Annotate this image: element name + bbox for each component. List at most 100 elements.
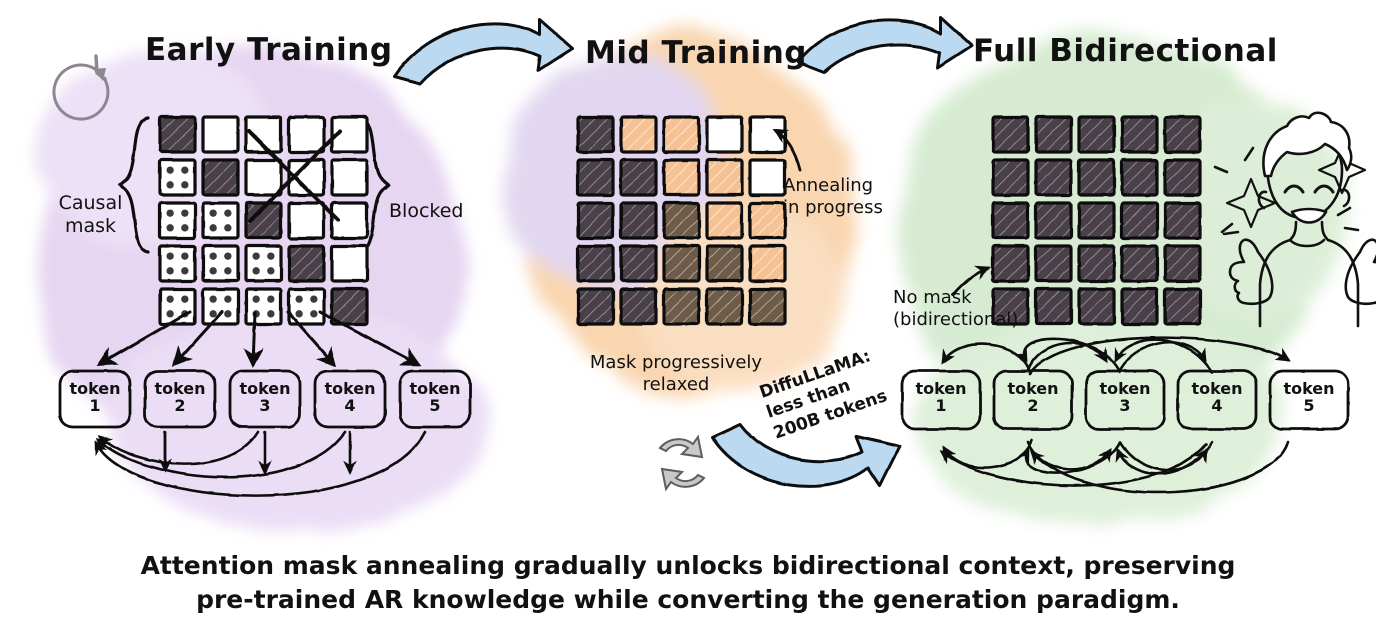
- mask-cell-dot: [181, 224, 189, 232]
- mask-cell-dot: [181, 181, 189, 189]
- mask-cell: [158, 158, 197, 197]
- token-word: token: [409, 379, 461, 398]
- mask-cell: [201, 244, 240, 283]
- mask-cell: [662, 158, 701, 197]
- mask-cell: [158, 244, 197, 283]
- token-index: 3: [1119, 396, 1131, 416]
- early-training-panel: [52, 54, 472, 497]
- figure-caption: Attention mask annealing gradually unloc…: [0, 549, 1376, 617]
- no-mask-note: No mask (bidirectional): [893, 287, 1018, 331]
- mask-cell-dot: [310, 310, 318, 318]
- token-box[interactable]: [1084, 369, 1166, 431]
- mask-cell-dot: [166, 267, 174, 275]
- token-box[interactable]: [398, 369, 472, 429]
- transition-arrow-diffullama[interactable]: [710, 422, 902, 488]
- token-box[interactable]: [143, 369, 217, 429]
- token-index: 5: [1303, 396, 1315, 416]
- mask-cell: [287, 115, 326, 154]
- mask-cell: [662, 115, 701, 154]
- mask-relaxed-note-line2: relaxed: [642, 373, 710, 395]
- mask-cell: [619, 201, 658, 240]
- mask-cell-dot: [209, 267, 217, 275]
- mask-cell: [576, 115, 615, 154]
- token-index: 5: [429, 396, 441, 416]
- mask-cell: [1120, 287, 1159, 326]
- mask-cell-dot: [166, 252, 174, 260]
- mask-relaxed-note: Mask progressively relaxed: [566, 352, 786, 396]
- mask-cell: [576, 244, 615, 283]
- mask-cell-dot: [224, 252, 232, 260]
- annealing-note-line1: Annealing: [783, 175, 874, 196]
- mask-cell-dot: [224, 209, 232, 217]
- mask-cell-dot: [224, 267, 232, 275]
- mask-cell-dot: [252, 267, 260, 275]
- mid-attention-grid: [576, 115, 787, 326]
- mask-cell: [1163, 158, 1202, 197]
- mask-cell: [201, 158, 240, 197]
- mask-cell-dot: [267, 267, 275, 275]
- mask-cell: [705, 287, 744, 326]
- mask-cell: [748, 244, 787, 283]
- panel-title-early: Early Training: [145, 32, 393, 68]
- token-index: 1: [89, 396, 101, 416]
- mask-cell: [1163, 115, 1202, 154]
- history-clock-icon: [52, 54, 110, 121]
- token-word: token: [324, 379, 376, 398]
- early-token-boxes: [58, 369, 472, 429]
- token-word: token: [1099, 379, 1151, 398]
- mask-cell: [1077, 287, 1116, 326]
- mask-cell: [287, 201, 326, 240]
- mask-cell: [1077, 244, 1116, 283]
- mask-cell: [748, 158, 787, 197]
- token-word: token: [239, 379, 291, 398]
- mask-cell-dot: [310, 295, 318, 303]
- token-index: 2: [1027, 396, 1039, 416]
- token-box[interactable]: [313, 369, 387, 429]
- token-box[interactable]: [1176, 369, 1258, 431]
- mask-cell: [1034, 158, 1073, 197]
- blocked-label: Blocked: [389, 200, 464, 222]
- mask-cell: [1120, 115, 1159, 154]
- mask-cell: [705, 158, 744, 197]
- token-word: token: [1007, 379, 1059, 398]
- mask-cell-dot: [252, 252, 260, 260]
- annealing-callout-arrow: [772, 129, 802, 172]
- mask-cell: [158, 115, 197, 154]
- mask-cell: [201, 287, 240, 326]
- mask-cell: [576, 201, 615, 240]
- mask-cell: [619, 287, 658, 326]
- mask-cell: [244, 287, 283, 326]
- token-box[interactable]: [1268, 369, 1350, 431]
- mask-cell-dot: [181, 209, 189, 217]
- mask-cell: [158, 201, 197, 240]
- mask-cell: [1077, 158, 1116, 197]
- figure-caption-line2: pre-trained AR knowledge while convertin…: [196, 584, 1180, 614]
- mask-cell: [330, 158, 369, 197]
- blocked-brace: [358, 116, 391, 254]
- refresh-cycle-icon: [658, 434, 706, 492]
- mask-cell: [201, 201, 240, 240]
- token-box[interactable]: [228, 369, 302, 429]
- no-mask-callout-arrow: [951, 265, 992, 297]
- transition-arrow-mid-to-full[interactable]: [796, 15, 974, 74]
- transition-arrow-early-to-mid[interactable]: [392, 18, 574, 86]
- token-index: 2: [174, 396, 186, 416]
- mask-cell: [1077, 115, 1116, 154]
- mask-relaxed-note-line1: Mask progressively: [589, 352, 763, 373]
- mask-cell: [619, 115, 658, 154]
- mask-cell: [1034, 115, 1073, 154]
- token-box[interactable]: [58, 369, 132, 429]
- mask-cell: [1163, 287, 1202, 326]
- token-box[interactable]: [900, 369, 982, 431]
- mask-cell: [287, 244, 326, 283]
- panel-title-full: Full Bidirectional: [973, 33, 1278, 69]
